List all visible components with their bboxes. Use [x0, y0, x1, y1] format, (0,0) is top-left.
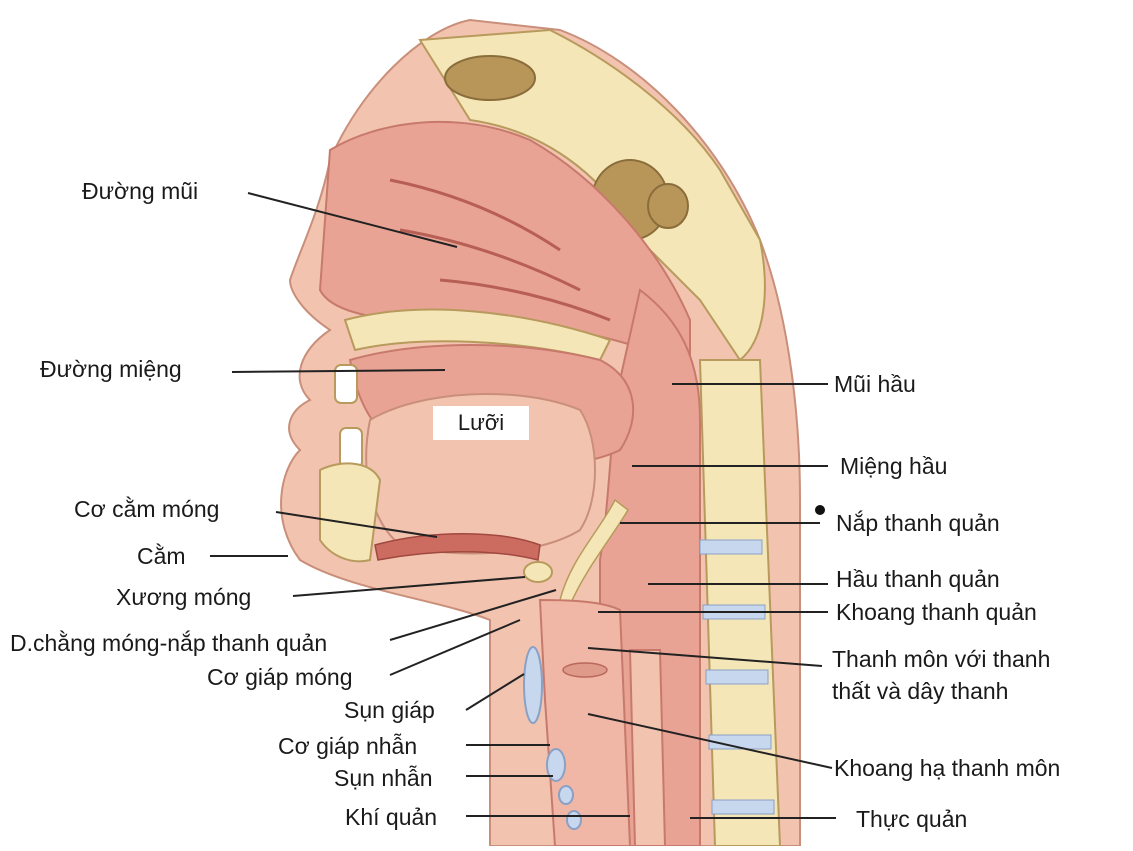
trachea-ring-2	[567, 811, 581, 829]
label-nap-thanh-quan: Nắp thanh quản	[836, 510, 1000, 536]
label-luoi: Lưỡi	[433, 406, 529, 440]
vocal-folds	[563, 663, 607, 677]
vertebra-disc-3	[706, 670, 768, 684]
label-khoang-ha-thanh-mon: Khoang hạ thanh môn	[834, 755, 1060, 781]
label-co-giap-nhan: Cơ giáp nhẫn	[278, 733, 417, 759]
label-d-chang: D.chằng móng-nắp thanh quản	[10, 630, 327, 656]
lower-tooth	[340, 428, 362, 468]
mandible	[320, 463, 380, 561]
label-cam: Cằm	[137, 543, 186, 569]
larynx-trachea	[540, 600, 630, 846]
label-duong-mieng: Đường miệng	[40, 356, 182, 382]
marker-dot	[815, 505, 825, 515]
label-xuong-mong: Xương móng	[116, 584, 251, 610]
label-duong-mui: Đường mũi	[82, 178, 198, 204]
frontal-sinus	[445, 56, 535, 100]
label-thanh-mon-line1: Thanh môn với thanh	[832, 646, 1050, 672]
label-thuc-quan: Thực quản	[856, 806, 967, 832]
label-sun-nhan: Sụn nhẫn	[334, 765, 432, 791]
sphenoid-sinus-2	[648, 184, 688, 228]
label-hau-thanh-quan: Hầu thanh quản	[836, 566, 1000, 592]
label-mieng-hau: Miệng hầu	[840, 453, 947, 479]
label-co-cam-mong: Cơ cằm móng	[74, 496, 219, 522]
hyoid-bone	[524, 562, 552, 582]
label-thanh-mon-line2: thất và dây thanh	[832, 678, 1008, 704]
vertebra-disc-1	[700, 540, 762, 554]
vertebra-disc-5	[712, 800, 774, 814]
label-khoang-thanh-quan: Khoang thanh quản	[836, 599, 1037, 625]
thyroid-cartilage	[524, 647, 542, 723]
label-sun-giap: Sụn giáp	[344, 697, 435, 723]
label-co-giap-mong: Cơ giáp móng	[207, 664, 353, 690]
label-khi-quan: Khí quản	[345, 804, 437, 830]
trachea-ring-1	[559, 786, 573, 804]
label-mui-hau: Mũi hầu	[834, 371, 916, 397]
esophagus	[630, 650, 665, 846]
